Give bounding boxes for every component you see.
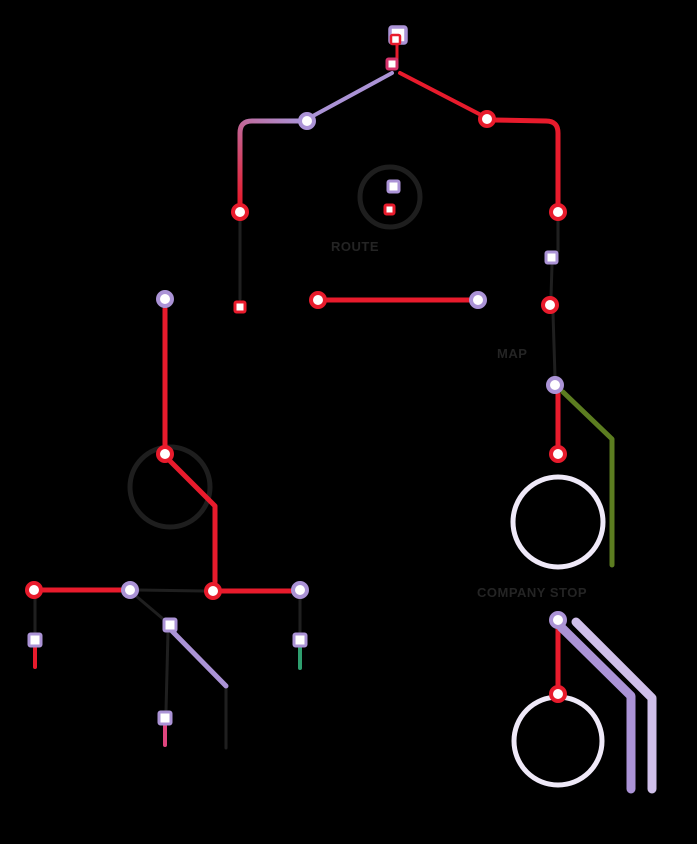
station-bottom-2 [121,581,139,599]
terminal-circle-top [357,164,423,230]
lavender-band-outer [571,617,657,794]
terminal-circle-right-middle [510,474,606,570]
label-route: ROUTE [331,239,379,254]
station-bottom-1 [25,581,43,599]
route-lines [33,42,657,794]
stop-square-top-small [385,57,399,71]
red-line-upper-right-corner [491,117,561,206]
station-left-corner [231,203,249,221]
lavender-line-top-left-diagonal [309,71,394,119]
station-right-column-1 [541,296,559,314]
dark-connectors [33,218,560,750]
dark-connector-right-3 [551,311,557,379]
square-stops [27,25,559,726]
station-right-corner [549,203,567,221]
station-bottom-4 [291,581,309,599]
terminal-circles [127,164,606,788]
green-line-right [560,389,615,568]
label-map: MAP [497,346,527,361]
depot-square-top-inner [389,33,402,46]
stop-square-bottom-1 [27,632,43,648]
station-upper-left [298,112,316,130]
stop-square-bottom-2 [162,617,178,633]
dark-connector-squares [164,630,170,713]
station-far-left-top [156,290,174,308]
station-right-column-2 [546,376,564,394]
station-bottom-right-lower [549,685,567,703]
station-middle-right [469,291,487,309]
stop-square-middle-left [233,300,247,314]
stop-square-right-column [544,250,559,265]
stop-square-bottom-4 [157,710,173,726]
station-far-left-bottom [156,445,174,463]
dark-connector-right-2 [549,263,554,299]
station-bottom-3 [204,582,222,600]
gradient-line-upper-left-corner [237,118,303,206]
map-labels: ROUTE MAP COMPANY STOP [331,239,587,600]
lavender-line-bottom-diagonal [169,628,229,689]
station-bottom-right-upper [549,611,567,629]
stations [25,110,567,703]
station-middle-left [309,291,327,309]
red-line-left-lower-elbow [166,457,218,585]
stop-square-terminal-lavender [386,179,401,194]
station-upper-right [478,110,496,128]
label-company-stop: COMPANY STOP [477,585,587,600]
red-line-top-right-diagonal [398,71,485,118]
stop-square-bottom-3 [292,632,308,648]
dark-connector-circle-square [134,594,164,620]
terminal-circle-right-bottom [511,694,605,788]
lavender-band-inner [556,622,636,794]
stop-square-terminal-red [383,203,396,216]
dark-connector-bottom-row [136,588,206,593]
station-right-column-3 [549,445,567,463]
